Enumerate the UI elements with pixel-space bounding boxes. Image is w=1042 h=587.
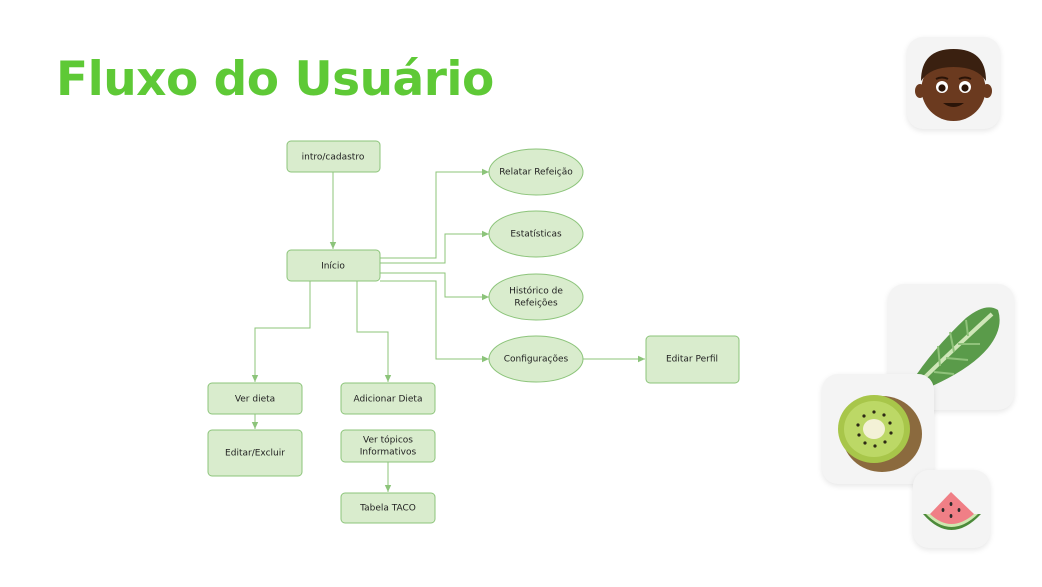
edge-inicio-relatar xyxy=(380,168,489,259)
node-ver-topicos xyxy=(340,429,436,463)
avatar xyxy=(907,37,1000,129)
node-adicionar-dieta xyxy=(340,382,436,415)
label-ver-dieta: Ver dieta xyxy=(235,395,275,405)
node-editar-perfil xyxy=(645,335,740,384)
label-relatar: Relatar Refeição xyxy=(499,168,573,178)
node-estatisticas xyxy=(488,210,584,258)
node-inicio xyxy=(286,249,381,282)
label-intro: intro/cadastro xyxy=(302,153,365,163)
label-adicionar-dieta: Adicionar Dieta xyxy=(354,395,423,405)
node-intro-cadastro xyxy=(286,140,381,173)
edge-inicio-configuracoes xyxy=(380,280,489,363)
watermelon-icon xyxy=(923,492,981,530)
label-topicos-2: Informativos xyxy=(360,448,417,458)
label-configuracoes: Configurações xyxy=(504,355,569,365)
label-historico-2: Refeições xyxy=(514,299,558,309)
label-tabela-taco: Tabela TACO xyxy=(359,504,416,514)
node-ver-dieta xyxy=(207,382,303,415)
page-title: Fluxo do Usuário xyxy=(56,52,494,107)
node-editar-excluir xyxy=(207,429,303,477)
kiwi-icon xyxy=(838,395,922,472)
boy-avatar-icon xyxy=(915,49,992,121)
label-inicio: Início xyxy=(321,262,345,272)
edge-inicio-estatisticas xyxy=(380,230,489,264)
watermelon-tile xyxy=(913,470,990,548)
kiwi-tile xyxy=(822,374,934,484)
label-topicos-1: Ver tópicos xyxy=(363,435,413,446)
label-estatisticas: Estatísticas xyxy=(510,230,562,240)
edge-inicio-adicionar xyxy=(356,281,392,382)
label-editar-excluir: Editar/Excluir xyxy=(225,449,285,459)
label-editar-perfil: Editar Perfil xyxy=(666,355,718,365)
node-configuracoes xyxy=(488,335,584,383)
edge-inicio-verdieta xyxy=(251,281,311,382)
node-tabela-taco xyxy=(340,492,436,524)
node-relatar-refeicao xyxy=(488,148,584,196)
label-historico-1: Histórico de xyxy=(509,286,563,297)
edge-inicio-historico xyxy=(380,272,489,301)
node-historico xyxy=(488,273,584,321)
